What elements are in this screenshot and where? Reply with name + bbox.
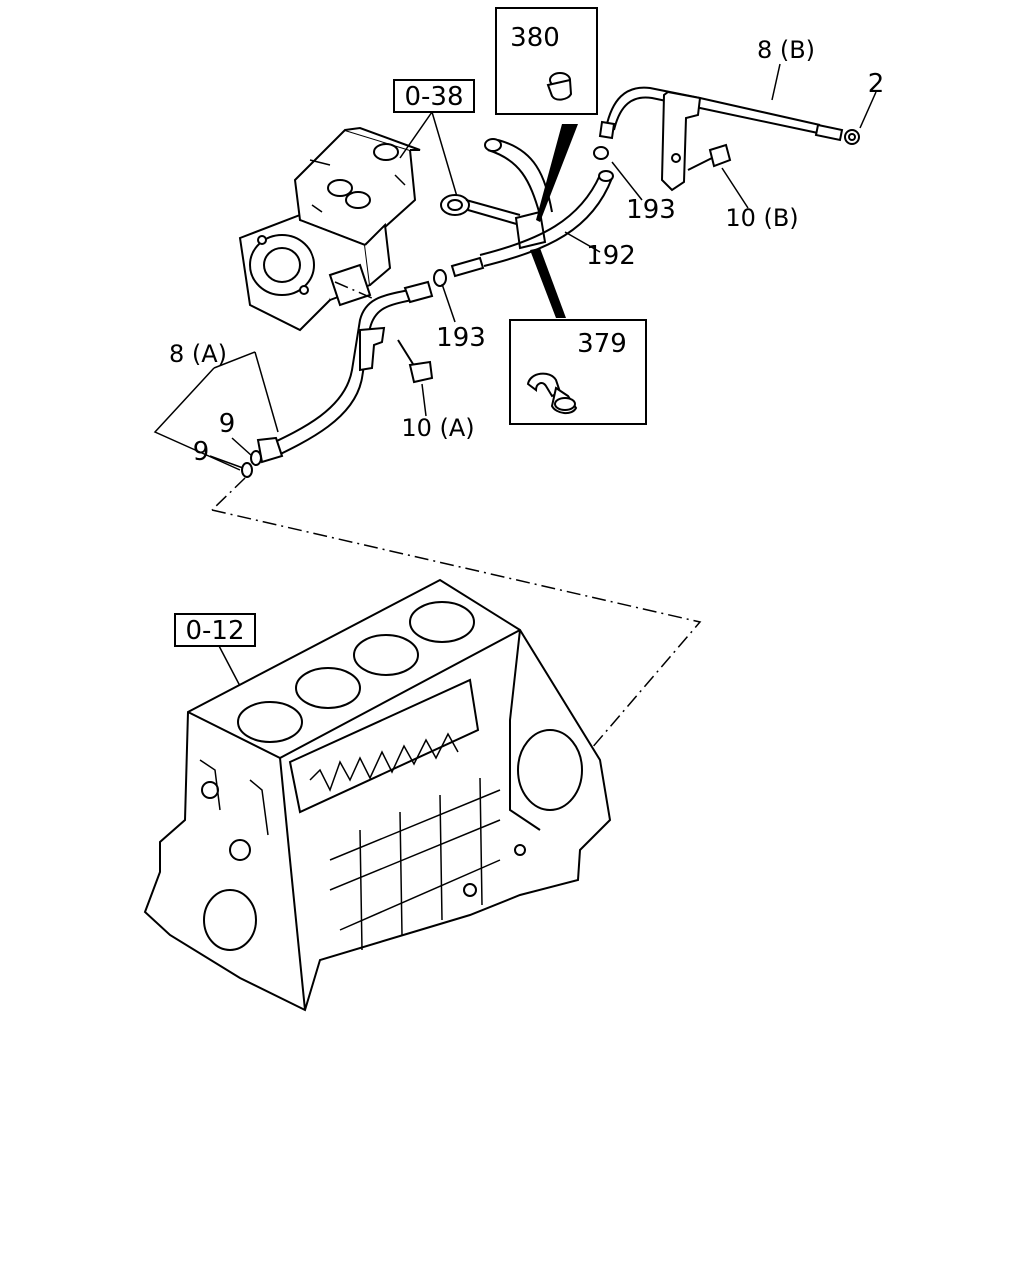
leader-lines xyxy=(153,63,877,687)
label-10b: 10 (B) xyxy=(725,204,798,232)
detail-pointer-380 xyxy=(536,124,578,222)
label-9-lower: 9 xyxy=(193,437,210,467)
label-193-top: 193 xyxy=(626,195,676,225)
air-compressor xyxy=(238,126,421,332)
pipe-assembly-upper xyxy=(433,138,614,287)
label-193-mid: 193 xyxy=(436,323,486,353)
label-2: 2 xyxy=(868,69,885,99)
callout-labels: 0-38 0-12 380 379 8 (B) 2 193 10 (B) 192… xyxy=(169,23,884,646)
label-379: 379 xyxy=(577,329,627,359)
ref-box-0-38 xyxy=(393,79,475,113)
label-0-12: 0-12 xyxy=(185,616,244,646)
detail-box-380 xyxy=(495,7,598,115)
label-8b: 8 (B) xyxy=(757,36,815,64)
label-0-38: 0-38 xyxy=(404,82,463,112)
label-9-upper: 9 xyxy=(219,409,236,439)
pipe-8b xyxy=(598,86,860,192)
label-10a: 10 (A) xyxy=(401,414,474,442)
ref-box-0-12 xyxy=(174,613,256,647)
connection-line-mid xyxy=(334,281,373,299)
ref-0-38-leader xyxy=(399,111,459,201)
bolt-10b xyxy=(687,143,732,171)
detail-box-379 xyxy=(509,319,647,425)
label-8a: 8 (A) xyxy=(169,340,227,368)
pipe-8a xyxy=(241,280,434,478)
detail-pointer-379 xyxy=(530,248,566,318)
bolt-10a xyxy=(397,339,434,384)
label-192: 192 xyxy=(586,241,636,271)
connection-line-top xyxy=(211,477,246,511)
label-380: 380 xyxy=(510,23,560,53)
cylinder-block xyxy=(143,578,612,1012)
